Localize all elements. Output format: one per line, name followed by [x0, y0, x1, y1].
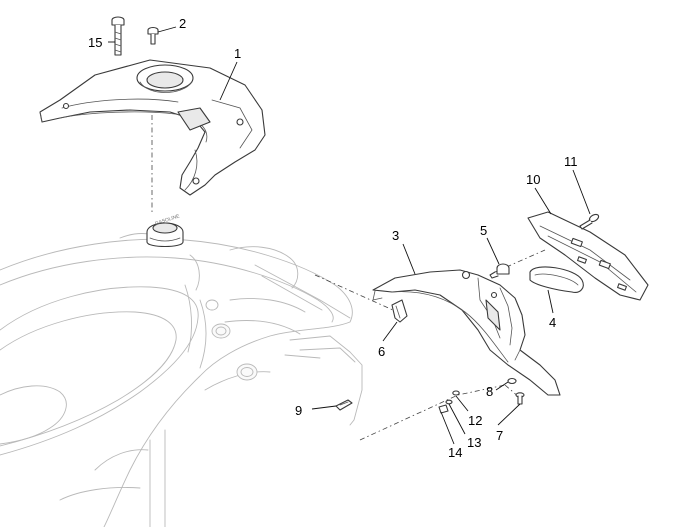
- callout-8: 8: [486, 384, 493, 399]
- part-9-clip: [335, 399, 353, 411]
- callout-7: 7: [496, 428, 503, 443]
- part-2-short-screw: [147, 26, 159, 45]
- part-15-long-screw: [111, 16, 125, 56]
- part-4-reflector: [529, 266, 584, 293]
- fuel-cap: GASOLINE: [146, 213, 184, 248]
- callout-13: 13: [467, 435, 481, 450]
- part-6-clip: [391, 299, 408, 323]
- callout-12: 12: [468, 413, 482, 428]
- callout-9: 9: [295, 403, 302, 418]
- part-1-top-cover: [39, 59, 266, 196]
- part-7-screw: [515, 392, 525, 405]
- callout-6: 6: [378, 344, 385, 359]
- callout-5: 5: [480, 223, 487, 238]
- part-11-screw: [579, 213, 600, 230]
- part-8-washer: [507, 377, 517, 385]
- callout-3: 3: [392, 228, 399, 243]
- callout-14: 14: [448, 445, 462, 460]
- part-13-washer: [445, 399, 453, 405]
- callout-4: 4: [549, 315, 556, 330]
- callout-11: 11: [564, 154, 578, 169]
- part-12-washer: [452, 390, 460, 396]
- scooter-frame: [0, 233, 363, 527]
- callout-15: 15: [88, 35, 102, 50]
- callout-2: 2: [179, 16, 186, 31]
- part-5-bolt: [489, 263, 510, 279]
- part-10-plate-holder: [527, 211, 649, 301]
- part-14-nut: [438, 404, 449, 414]
- leader-lines: [108, 26, 591, 445]
- part-3-rear-mudguard: [372, 269, 561, 396]
- callout-labels: 15 2 1 3 5 6 7 8 9 10 11 12 13 14 4: [88, 16, 578, 460]
- callout-10: 10: [526, 172, 540, 187]
- callout-1: 1: [234, 46, 241, 61]
